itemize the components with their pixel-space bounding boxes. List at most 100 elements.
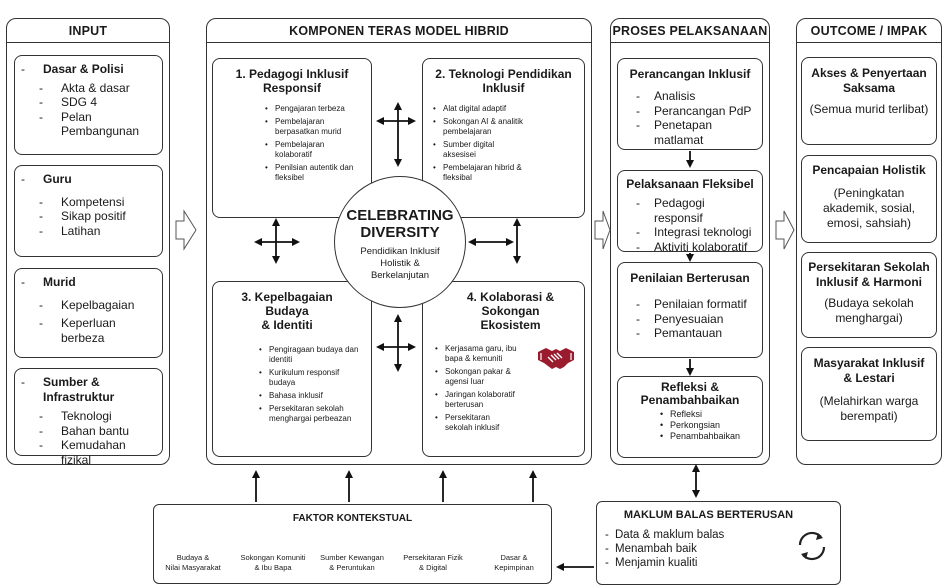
faktor-kontekstual-box: FAKTOR KONTEKSTUAL Budaya &Nilai Masyara… xyxy=(153,504,552,584)
outcome-item-title: Akses & Penyertaan xyxy=(811,66,927,80)
input-item: Pelan xyxy=(61,109,92,124)
center-subtitle-2: Holistik & xyxy=(380,258,420,269)
input-item: Kepelbagaian xyxy=(61,297,135,312)
list-item: •Persekitaran sekolah inklusif xyxy=(435,413,500,432)
list-item: •Jaringan kolaboratif berterusan xyxy=(435,390,515,409)
list-item: •Pembelajaran berpasatkan murid xyxy=(265,117,342,136)
process-step-title: Perancangan Inklusif xyxy=(629,67,751,81)
core-budaya-title-2: & Identiti xyxy=(261,318,313,332)
list-item: -Integrasi teknologi xyxy=(636,225,752,239)
process-step-title: Penilaian Berterusan xyxy=(630,271,750,285)
core-pedagogi-title-2: Responsif xyxy=(262,81,321,95)
core-teknologi-box: 2. Teknologi Pendidikan Inklusif •Alat d… xyxy=(422,58,585,218)
center-title: CELEBRATING xyxy=(346,207,454,224)
list-item: •Pengiragaan budaya dan identiti xyxy=(259,345,359,364)
outcome-item-desc-2: akademik, sosial, xyxy=(822,201,916,215)
process-step-penilaian: Penilaian Berterusan -Penilaian formatif… xyxy=(617,262,763,358)
outcome-persekitaran: Persekitaran Sekolah Inklusif & Harmoni … xyxy=(801,252,937,338)
list-item: •Alat digital adaptif xyxy=(433,104,507,113)
list-item: -Penilaian formatif xyxy=(636,297,747,311)
center-subtitle: Pendidikan Inklusif xyxy=(360,246,440,257)
context-item: Sokongan Komuniti& Ibu Bapa xyxy=(240,553,306,572)
process-step-title: Pelaksanaan Fleksibel xyxy=(626,177,754,191)
core-pedagogi-box: 1. Pedagogi Inklusif Responsif •Pengajar… xyxy=(212,58,372,218)
context-item: Dasar &Kepimpinan xyxy=(494,553,534,572)
outcome-item-desc: (Melahirkan warga xyxy=(819,394,919,408)
process-step-refleksi: Refleksi & Penambahbaikan •Refleksi •Per… xyxy=(617,376,763,458)
center-title-2: DIVERSITY xyxy=(360,224,440,241)
handshake-icon xyxy=(537,345,575,371)
list-item: -Menjamin kualiti xyxy=(605,557,698,569)
core-kolaborasi-title-2: Ekosistem xyxy=(480,318,541,332)
core-teknologi-title: 2. Teknologi Pendidikan xyxy=(435,67,572,81)
core-title: KOMPONEN TERAS MODEL HIBRID xyxy=(207,19,591,43)
input-item: Akta & dasar xyxy=(61,80,130,95)
outcome-title: OUTCOME / IMPAK xyxy=(797,19,941,43)
list-item: •Penilsian autentik dan fleksibel xyxy=(265,163,354,182)
input-group-heading: Guru xyxy=(43,172,72,186)
maklum-balas-title: MAKLUM BALAS BERTERUSAN xyxy=(623,509,794,521)
outcome-item-desc-3: emosi, sahsiah) xyxy=(826,216,912,230)
input-item: Sikap positif xyxy=(61,209,126,223)
input-item: Pembangunan xyxy=(61,124,140,138)
input-group-heading: Murid xyxy=(43,275,76,289)
list-item: -Aktiviti kolaboratif xyxy=(636,239,748,254)
outcome-item-title: Masyarakat Inklusif xyxy=(813,356,925,370)
list-item: -Perancangan PdP xyxy=(636,103,752,118)
outcome-item-title-2: & Lestari xyxy=(843,371,895,385)
outcome-item-title-2: Saksama xyxy=(842,81,896,95)
core-teknologi-title-2: Inklusif xyxy=(482,81,525,95)
input-title: INPUT xyxy=(7,19,169,43)
core-budaya-title: 3. Kepelbagaian Budaya xyxy=(241,290,333,318)
input-item: SDG 4 xyxy=(61,95,98,109)
process-step-title-2: Penambahbaikan xyxy=(640,393,740,407)
input-item: Latihan xyxy=(61,223,101,238)
list-item: •Sokongan pakar & agensi luar xyxy=(435,367,511,386)
context-item: Sumber Kewangan& Peruntukan xyxy=(320,553,384,572)
outcome-item-desc-2: berempati) xyxy=(840,409,898,423)
list-item: -Menambah baik xyxy=(605,543,697,555)
outcome-item-desc: (Peningkatan xyxy=(833,186,905,200)
list-item: •Pembelajaran kolaboratif xyxy=(265,140,325,159)
list-item: •Sokongan AI & analitik pembelajaran xyxy=(433,117,524,136)
list-item: -Analisis xyxy=(636,89,696,103)
list-item: •Kerjasama garu, ibu bapa & kemuniti xyxy=(435,344,517,363)
list-item: •Sumber digital aksesisei xyxy=(433,140,495,159)
input-group-heading: Dasar & Polisi xyxy=(43,62,124,76)
list-item: -Data & maklum balas xyxy=(605,529,725,541)
outcome-item-title: Pencapaian Holistik xyxy=(812,163,926,177)
list-item: -Pedagogi responsif xyxy=(636,196,705,225)
process-step-title: Refleksi & xyxy=(660,380,720,394)
input-group-dasar: -Dasar & Polisi -Akta & dasar -SDG 4 -Pe… xyxy=(14,55,163,155)
input-group-guru: -Guru -Kompetensi -Sikap positif -Latiha… xyxy=(14,165,163,257)
input-group-murid: -Murid -Kepelbagaian -Keperluan berbeza xyxy=(14,268,163,358)
outcome-item-title: Persekitaran Sekolah xyxy=(808,260,930,274)
list-item: •Perkongsian xyxy=(660,420,721,430)
input-item: Kemudahan fizikal xyxy=(61,438,126,467)
outcome-item-desc-2: menghargai) xyxy=(835,311,903,325)
process-step-pelaksanaan: Pelaksanaan Fleksibel -Pedagogi responsi… xyxy=(617,170,763,254)
outcome-pencapaian: Pencapaian Holistik (Peningkatan akademi… xyxy=(801,155,937,243)
refresh-icon xyxy=(794,528,830,564)
core-pedagogi-title: 1. Pedagogi Inklusif xyxy=(235,67,349,81)
input-item: Kompetensi xyxy=(61,194,125,209)
input-group-sumber: -Sumber & Infrastruktur -Teknologi -Baha… xyxy=(14,368,163,467)
core-budaya-box: 3. Kepelbagaian Budaya & Identiti •Pengi… xyxy=(212,281,372,457)
list-item: -Penyesuaian xyxy=(636,311,724,326)
outcome-item-desc: (Budaya sekolah xyxy=(824,296,914,310)
center-subtitle-3: Berkelanjutan xyxy=(370,270,430,281)
list-item: -Pemantauan xyxy=(636,326,723,340)
process-title: PROSES PELAKSANAAN xyxy=(611,19,769,43)
list-item: •Persekitaran sekolah menghargai perbeaz… xyxy=(259,404,352,423)
core-kolaborasi-box: 4. Kolaborasi & Sokongan Ekosistem •Kerj… xyxy=(422,281,585,457)
list-item: •Bahasa inklusif xyxy=(259,391,323,400)
outcome-akses: Akses & Penyertaan Saksama (Semua murid … xyxy=(801,57,937,145)
context-item: Persekitaran Fizik& Digital xyxy=(403,553,463,572)
process-step-perancangan: Perancangan Inklusif -Analisis -Perancan… xyxy=(617,58,763,150)
input-item: Bahan bantu xyxy=(61,423,130,438)
list-item: •Pembelajaran hibrid & fleksibal xyxy=(433,163,522,182)
context-item: Budaya &Nilai Masyarakat xyxy=(165,553,221,572)
input-item: Keperluan berbeza xyxy=(61,316,116,345)
outcome-item-title-2: Inklusif & Harmoni xyxy=(815,275,922,289)
